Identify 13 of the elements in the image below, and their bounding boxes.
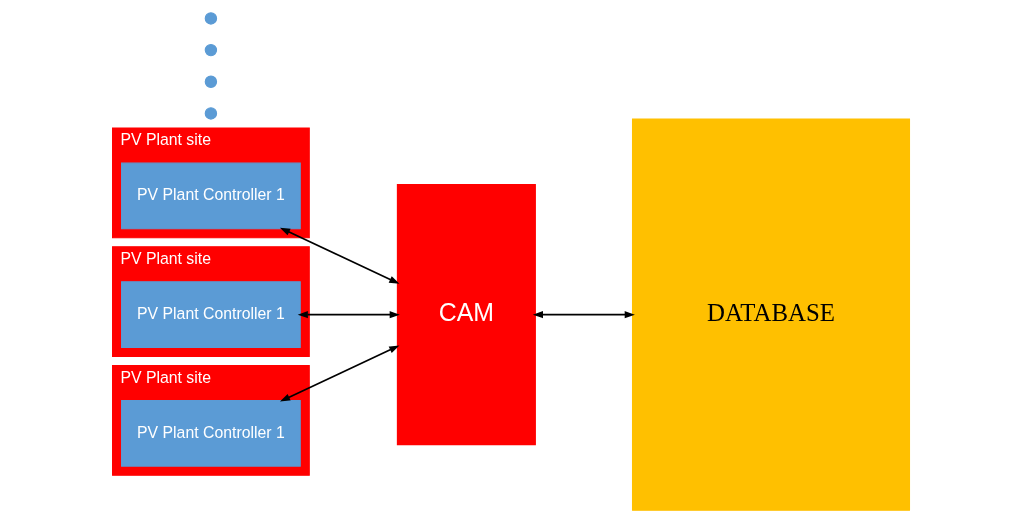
arrow <box>532 311 635 319</box>
node-box: PV Plant Controller 1 <box>121 399 301 467</box>
arrow <box>279 345 400 402</box>
node-box: CAM <box>396 184 536 446</box>
node-circle <box>204 75 218 88</box>
arrow <box>279 227 400 284</box>
node-circle <box>204 12 218 25</box>
node-circle <box>204 43 218 57</box>
node-box: PV Plant Controller 1 <box>121 281 301 348</box>
node-circle <box>204 107 218 120</box>
node-box: DATABASE <box>631 118 911 511</box>
arrow <box>297 311 400 319</box>
node-box: PV Plant Controller 1 <box>121 162 301 230</box>
